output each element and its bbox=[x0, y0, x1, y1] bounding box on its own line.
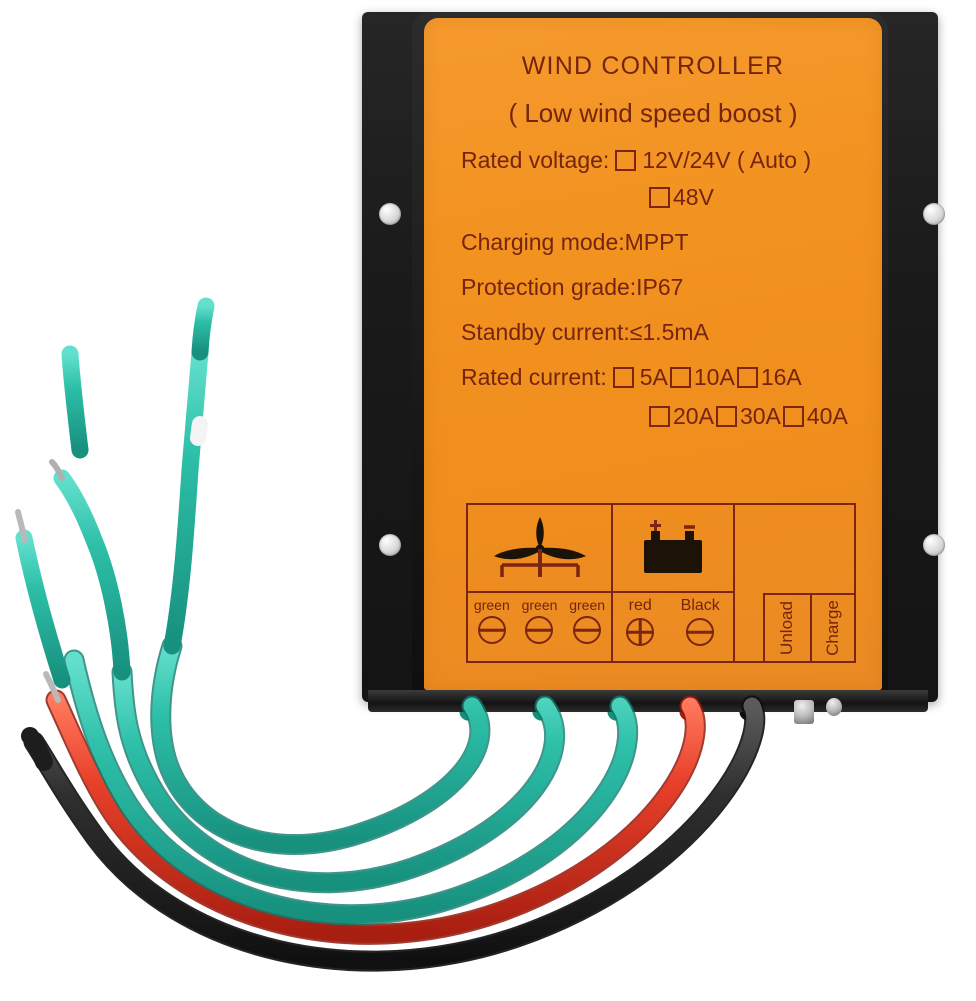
terminal-red[interactable]: red bbox=[626, 597, 655, 661]
checkbox-20a[interactable] bbox=[649, 406, 670, 427]
battery-icon-cell bbox=[613, 505, 733, 593]
current-option-10a: 10A bbox=[693, 364, 735, 390]
mounting-hole-top-left bbox=[379, 203, 401, 225]
spec-protection-grade: Protection grade:IP67 bbox=[461, 276, 874, 299]
terminal-black[interactable]: Black bbox=[681, 598, 720, 661]
terminal-label-black: Black bbox=[680, 597, 720, 614]
screw-slot-icon-green-3 bbox=[573, 616, 602, 644]
checkbox-10a[interactable] bbox=[669, 367, 691, 388]
screw-slot-icon-green-1 bbox=[477, 616, 506, 644]
checkbox-5a[interactable] bbox=[612, 367, 634, 388]
cable-gland-screw-right bbox=[826, 698, 842, 716]
cable-gland-screw-left bbox=[794, 700, 814, 724]
specification-list: Rated voltage: 12V/24V ( Auto ) 48V Char… bbox=[424, 149, 882, 428]
battery-terminal-group: red Black bbox=[613, 505, 735, 661]
terminal-label-green-3: green bbox=[569, 597, 606, 613]
spec-standby-current: Standby current:≤1.5mA bbox=[461, 321, 874, 344]
wind-turbine-icon bbox=[493, 517, 586, 577]
spec-voltage-48v: 48V bbox=[461, 186, 874, 209]
checkbox-16a[interactable] bbox=[736, 367, 758, 388]
turbine-terminal-group: green green green bbox=[468, 505, 613, 661]
battery-terminal-labels: red Black bbox=[613, 593, 733, 661]
current-option-5a: 5A bbox=[639, 364, 668, 390]
indicator-unload-label: Unload bbox=[777, 601, 797, 655]
current-option-40a: 40A bbox=[806, 403, 848, 429]
terminal-diagram: green green green bbox=[466, 503, 856, 663]
checkbox-12v-24v[interactable] bbox=[615, 150, 637, 171]
voltage-option-2: 48V bbox=[673, 184, 714, 210]
rated-voltage-label: Rated voltage: bbox=[461, 147, 610, 173]
spec-charging-mode: Charging mode:MPPT bbox=[461, 231, 874, 254]
current-option-30a: 30A bbox=[739, 403, 781, 429]
voltage-option-1: 12V/24V ( Auto ) bbox=[642, 147, 812, 173]
charging-mode-text: Charging mode:MPPT bbox=[461, 229, 689, 255]
checkbox-30a[interactable] bbox=[715, 406, 737, 427]
protection-grade-text: Protection grade:IP67 bbox=[461, 274, 684, 300]
terminal-green-2[interactable]: green bbox=[521, 597, 558, 661]
terminal-label-green-2: green bbox=[521, 597, 558, 613]
checkbox-40a[interactable] bbox=[782, 406, 804, 427]
current-option-20a: 20A bbox=[673, 403, 714, 429]
terminal-green-3[interactable]: green bbox=[569, 598, 605, 661]
screw-cross-icon-red bbox=[626, 618, 655, 646]
mounting-hole-top-right bbox=[923, 203, 945, 225]
indicator-charge-label: Charge bbox=[822, 600, 842, 656]
terminal-label-green-1: green bbox=[473, 597, 510, 613]
indicator-unload: Unload bbox=[765, 595, 810, 661]
mounting-hole-bottom-right bbox=[923, 534, 945, 556]
mounting-hole-bottom-left bbox=[379, 534, 401, 556]
indicator-charge: Charge bbox=[809, 595, 855, 661]
indicator-group: Unload Charge bbox=[735, 505, 854, 661]
product-subtitle: ( Low wind speed boost ) bbox=[508, 98, 798, 128]
rated-current-label: Rated current: bbox=[461, 364, 607, 390]
housing-bottom-lip bbox=[368, 690, 928, 712]
current-option-16a: 16A bbox=[760, 364, 802, 390]
indicator-cells: Unload Charge bbox=[763, 593, 854, 661]
screw-slot-icon-green-2 bbox=[525, 616, 554, 644]
standby-current-text: Standby current:≤1.5mA bbox=[461, 319, 709, 345]
terminal-green-1[interactable]: green bbox=[474, 598, 510, 661]
turbine-terminal-labels: green green green bbox=[468, 593, 611, 661]
product-title: WIND CONTROLLER bbox=[521, 52, 785, 80]
terminal-label-red: red bbox=[628, 597, 652, 614]
battery-icon bbox=[644, 520, 702, 573]
spec-rated-current: Rated current: 5A 10A 16A bbox=[461, 366, 874, 389]
spec-rated-voltage: Rated voltage: 12V/24V ( Auto ) bbox=[461, 149, 874, 172]
checkbox-48v[interactable] bbox=[649, 187, 670, 208]
product-label: WIND CONTROLLER ( Low wind speed boost )… bbox=[424, 18, 882, 690]
turbine-icon-cell bbox=[468, 505, 611, 593]
screw-slot-icon-black bbox=[686, 618, 715, 646]
spec-rated-current-row2: 20A 30A 40A bbox=[461, 405, 874, 428]
